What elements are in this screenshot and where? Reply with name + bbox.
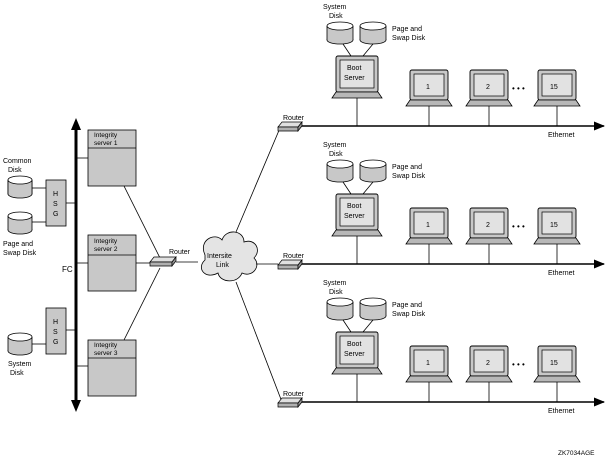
common-disk-label-1: Common (3, 158, 32, 165)
ethernet-label: Ethernet (548, 270, 575, 277)
boot-server-label-2: Server (344, 351, 365, 358)
ethernet-label: Ethernet (548, 132, 575, 139)
svg-text:Integrity: Integrity (94, 132, 118, 139)
svg-text:server 3: server 3 (94, 350, 118, 357)
workstation-label: 2 (486, 360, 490, 367)
common-disk-icon (7, 175, 33, 199)
left-router-icon (149, 256, 177, 267)
site-router-icon (277, 259, 303, 270)
page-swap-disk-icon (7, 211, 33, 235)
workstation-icon (405, 207, 453, 245)
system-disk-label-2: Disk (329, 289, 343, 296)
system-disk-label-1: System (323, 280, 347, 287)
boot-server-icon (331, 193, 383, 237)
page-swap-label-1: Page and (392, 302, 422, 309)
workstation-icon (405, 69, 453, 107)
system-disk-icon (326, 159, 354, 183)
workstation-icon (405, 345, 453, 383)
workstation-icon (533, 207, 581, 245)
ellipsis-label: • • • (512, 222, 525, 231)
workstation-icon (465, 207, 513, 245)
svg-text:Integrity: Integrity (94, 342, 118, 349)
workstation-icon (533, 345, 581, 383)
fc-label: FC (62, 265, 73, 274)
svg-text:S: S (53, 201, 58, 208)
boot-server-icon (331, 331, 383, 375)
left-system-disk-label-1: System (8, 361, 32, 368)
system-disk-icon (326, 297, 354, 321)
system-disk-label-2: Disk (329, 13, 343, 20)
common-disk-label-2: Disk (8, 167, 22, 174)
left-router-label: Router (169, 249, 191, 256)
workstation-icon (533, 69, 581, 107)
workstation-label: 15 (550, 360, 558, 367)
boot-server-label-1: Boot (347, 341, 361, 348)
svg-text:S: S (53, 329, 58, 336)
site-router-label: Router (283, 115, 305, 122)
cloud-label-1: Intersite (207, 253, 232, 260)
ellipsis-label: • • • (512, 360, 525, 369)
workstation-label: 1 (426, 360, 430, 367)
svg-text:G: G (53, 339, 58, 346)
integrity-server-1: Integrity server 1 (87, 129, 137, 187)
system-disk-icon (326, 21, 354, 45)
site-router-label: Router (283, 391, 305, 398)
page-swap-label-2: Swap Disk (392, 173, 426, 180)
boot-server-label-1: Boot (347, 203, 361, 210)
system-disk-icon (7, 332, 33, 356)
boot-server-label-2: Server (344, 213, 365, 220)
svg-text:Integrity: Integrity (94, 238, 118, 245)
left-page-swap-label-2: Swap Disk (3, 250, 37, 257)
ethernet-label: Ethernet (548, 408, 575, 415)
left-page-swap-label-1: Page and (3, 241, 33, 248)
page-swap-disk-icon (359, 21, 387, 45)
workstation-icon (465, 345, 513, 383)
site-router-icon (277, 121, 303, 132)
workstation-label: 1 (426, 222, 430, 229)
intersite-link-cloud: Intersite Link (201, 231, 258, 282)
integrity-server-3: Integrity server 3 (87, 339, 137, 397)
page-swap-label-2: Swap Disk (392, 35, 426, 42)
boot-server-label-2: Server (344, 75, 365, 82)
site-router-icon (277, 397, 303, 408)
ellipsis-label: • • • (512, 84, 525, 93)
site-router-label: Router (283, 253, 305, 260)
workstation-label: 2 (486, 222, 490, 229)
workstation-label: 1 (426, 84, 430, 91)
workstation-icon (465, 69, 513, 107)
svg-text:server 2: server 2 (94, 246, 118, 253)
integrity-server-2: Integrity server 2 (87, 234, 137, 292)
fc-backbone: FC (62, 118, 81, 412)
boot-server-icon (331, 55, 383, 99)
page-swap-disk-icon (359, 297, 387, 321)
system-disk-label-1: System (323, 142, 347, 149)
cloud-label-2: Link (216, 262, 229, 269)
page-swap-label-1: Page and (392, 164, 422, 171)
workstation-label: 2 (486, 84, 490, 91)
page-swap-disk-icon (359, 159, 387, 183)
svg-text:G: G (53, 211, 58, 218)
svg-text:H: H (53, 191, 58, 198)
page-swap-label-1: Page and (392, 26, 422, 33)
hsg-controller-2: H S G (45, 307, 67, 355)
svg-text:H: H (53, 319, 58, 326)
figure-id: ZK7034AGE (558, 450, 595, 457)
left-system-disk-label-2: Disk (10, 370, 24, 377)
hsg-controller-1: H S G (45, 179, 67, 227)
workstation-label: 15 (550, 84, 558, 91)
workstation-label: 15 (550, 222, 558, 229)
system-disk-label-1: System (323, 4, 347, 11)
svg-text:server 1: server 1 (94, 140, 118, 147)
boot-server-label-1: Boot (347, 65, 361, 72)
system-disk-label-2: Disk (329, 151, 343, 158)
page-swap-label-2: Swap Disk (392, 311, 426, 318)
